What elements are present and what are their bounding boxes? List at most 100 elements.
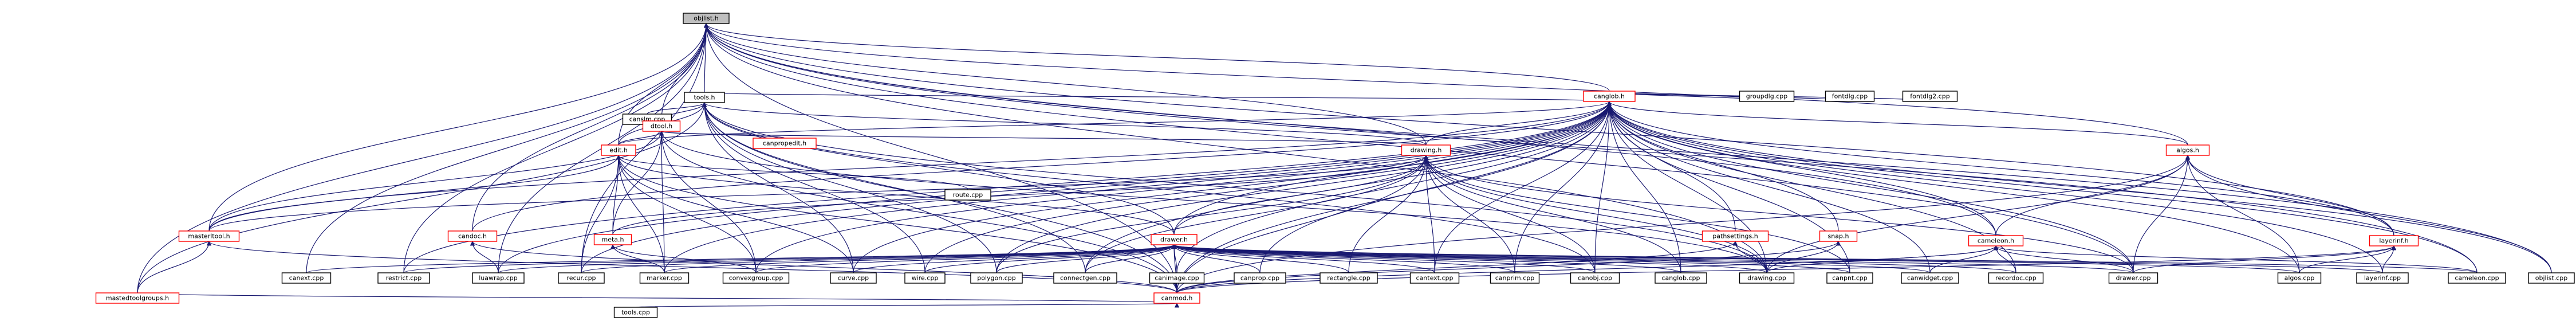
- node-box: [1583, 91, 1636, 102]
- edge-drawing_h-to-canpnt_cpp: [1423, 155, 1850, 273]
- edge-objlist_h-to-layerinf_h: [703, 23, 2394, 236]
- edge-drawer_h-to-connectgen_cpp: [1085, 244, 1177, 273]
- node-rectangle-cpp[interactable]: rectangle.cpp: [1319, 272, 1378, 284]
- edge-edit_h-to-canmod_h: [616, 155, 1177, 293]
- node-canext-cpp[interactable]: canext.cpp: [281, 272, 332, 284]
- node-drawing-cpp[interactable]: drawing.cpp: [1739, 272, 1795, 284]
- node-box: [2528, 272, 2575, 284]
- node-connectgen-cpp[interactable]: connectgen.cpp: [1053, 272, 1117, 284]
- node-box: [281, 272, 332, 284]
- node-curve-cpp[interactable]: curve.cpp: [830, 272, 877, 284]
- edge-objlist_h-to-dtool_h: [661, 23, 709, 122]
- node-canprim-cpp[interactable]: canprim.cpp: [1490, 272, 1540, 284]
- node-tools-cpp[interactable]: tools.cpp: [613, 307, 658, 318]
- edge-algos_h-to-drawing_cpp: [1766, 155, 2191, 273]
- node-box: [904, 272, 946, 284]
- edge-algos_h-to-canmod_h: [1176, 155, 2191, 293]
- node-box: [1825, 91, 1875, 102]
- edge-edit_h-to-masterltool_h: [208, 155, 621, 232]
- node-label: wire.cpp: [912, 275, 939, 282]
- node-layerinf-cpp[interactable]: layerinf.cpp: [2356, 272, 2409, 284]
- node-canimage-cpp[interactable]: canimage.cpp: [1149, 272, 1205, 284]
- node-route-cpp[interactable]: route.cpp: [944, 189, 991, 201]
- node-box: [1490, 272, 1540, 284]
- node-canpropedit-h[interactable]: canpropedit.h: [753, 138, 817, 149]
- edge-masterltool_h-to-canmod_h: [207, 241, 1177, 293]
- node-canmod-h[interactable]: canmod.h: [1153, 292, 1200, 304]
- node-snap-h[interactable]: snap.h: [1819, 230, 1858, 242]
- node-convexgroup-cpp[interactable]: convexgroup.cpp: [722, 272, 790, 284]
- node-cantext-cpp[interactable]: cantext.cpp: [1409, 272, 1460, 284]
- node-canglob-cpp[interactable]: canglob.cpp: [1655, 272, 1707, 284]
- node-canpnt-cpp[interactable]: canpnt.cpp: [1826, 272, 1873, 284]
- node-dtool-h[interactable]: dtool.h: [642, 120, 681, 132]
- edge-drawing_h-to-drawer_cpp: [1423, 155, 2134, 273]
- node-label: canimage.cpp: [1155, 275, 1199, 282]
- edge-tools_h-to-polygon_cpp: [702, 102, 997, 273]
- node-restrict-cpp[interactable]: restrict.cpp: [377, 272, 430, 284]
- node-label: recordoc.cpp: [1995, 275, 2036, 282]
- node-algos-cpp[interactable]: algos.cpp: [2277, 272, 2322, 284]
- node-pathsettings-h[interactable]: pathsettings.h: [1701, 230, 1769, 242]
- node-tools-h[interactable]: tools.h: [684, 92, 725, 103]
- node-label: canglob.cpp: [1661, 275, 1700, 282]
- node-drawer-cpp[interactable]: drawer.cpp: [2108, 272, 2159, 284]
- edge-drawing_h-to-canprim_cpp: [1423, 155, 1515, 273]
- node-polygon-cpp[interactable]: polygon.cpp: [970, 272, 1023, 284]
- node-objlist-h[interactable]: objlist.h: [683, 13, 730, 24]
- node-label: canpnt.cpp: [1832, 275, 1868, 282]
- node-label: layerinf.h: [2379, 237, 2408, 245]
- node-marker-cpp[interactable]: marker.cpp: [639, 272, 690, 284]
- node-fontdlg2-cpp[interactable]: fontdlg2.cpp: [1902, 91, 1958, 102]
- edge-layerinf_h-to-drawer_cpp: [2133, 245, 2397, 273]
- node-wire-cpp[interactable]: wire.cpp: [904, 272, 946, 284]
- node-box: [1968, 235, 2024, 246]
- node-label: canprim.cpp: [1495, 275, 1535, 282]
- node-box: [1401, 144, 1451, 156]
- edge-drawer_h-to-layerinf_cpp: [1172, 244, 2383, 273]
- node-canwidget-cpp[interactable]: canwidget.cpp: [1901, 272, 1959, 284]
- node-label: layerinf.cpp: [2364, 275, 2401, 282]
- edge-canglob_h-to-curve_cpp: [853, 101, 1612, 273]
- edge-layerinf_h-to-canmod_h: [1176, 245, 2396, 293]
- node-masterltool-h[interactable]: masterltool.h: [178, 230, 240, 242]
- edge-drawing_h-to-canobj_cpp: [1423, 155, 1596, 273]
- node-label: polygon.cpp: [977, 275, 1015, 282]
- node-drawer-h[interactable]: drawer.h: [1151, 234, 1198, 245]
- node-recordoc-cpp[interactable]: recordoc.cpp: [1988, 272, 2044, 284]
- node-box: [1902, 91, 1958, 102]
- edge-canglob_h-to-luawrap_cpp: [498, 101, 1612, 273]
- edge-candoc_h-to-canmod_h: [470, 241, 1177, 293]
- node-box: [684, 92, 725, 103]
- node-luawrap-cpp[interactable]: luawrap.cpp: [472, 272, 525, 284]
- node-groupdlg-cpp[interactable]: groupdlg.cpp: [1739, 91, 1795, 102]
- node-box: [1153, 292, 1200, 304]
- edge-canglob_h-to-polygon_cpp: [996, 101, 1612, 273]
- edge-drawer_h-to-cantext_cpp: [1171, 244, 1435, 273]
- node-label: canext.cpp: [289, 275, 324, 282]
- edge-dtool_h-to-canmod_h: [659, 131, 1177, 293]
- edge-drawing_h-to-drawing_cpp: [1423, 155, 1767, 273]
- node-mastedtoolgroups-h[interactable]: mastedtoolgroups.h: [95, 292, 180, 304]
- node-layerinf-h[interactable]: layerinf.h: [2369, 235, 2419, 246]
- node-box: [377, 272, 430, 284]
- node-candoc-h[interactable]: candoc.h: [447, 230, 498, 242]
- node-box: [1655, 272, 1707, 284]
- node-cameleon-cpp[interactable]: cameleon.cpp: [2448, 272, 2506, 284]
- edge-canglob_h-to-recur_cpp: [581, 101, 1612, 273]
- node-edit-h[interactable]: edit.h: [601, 144, 636, 156]
- node-canobj-cpp[interactable]: canobj.cpp: [1570, 272, 1620, 284]
- node-meta-h[interactable]: meta.h: [593, 234, 632, 245]
- edge-canglob_h-to-canwidget_cpp: [1606, 101, 1931, 273]
- node-objlist-cpp[interactable]: objlist.cpp: [2528, 272, 2575, 284]
- node-drawing-h[interactable]: drawing.h: [1401, 144, 1451, 156]
- node-canglob-h[interactable]: canglob.h: [1583, 91, 1636, 102]
- node-canprop-cpp[interactable]: canprop.cpp: [1234, 272, 1286, 284]
- edge-edit_h-to-curve_cpp: [616, 155, 854, 273]
- node-fontdlg-cpp[interactable]: fontdlg.cpp: [1825, 91, 1875, 102]
- node-box: [1319, 272, 1378, 284]
- node-recur-cpp[interactable]: recur.cpp: [558, 272, 605, 284]
- node-cameleon-h[interactable]: cameleon.h: [1968, 235, 2024, 246]
- node-algos-h[interactable]: algos.h: [2165, 144, 2210, 156]
